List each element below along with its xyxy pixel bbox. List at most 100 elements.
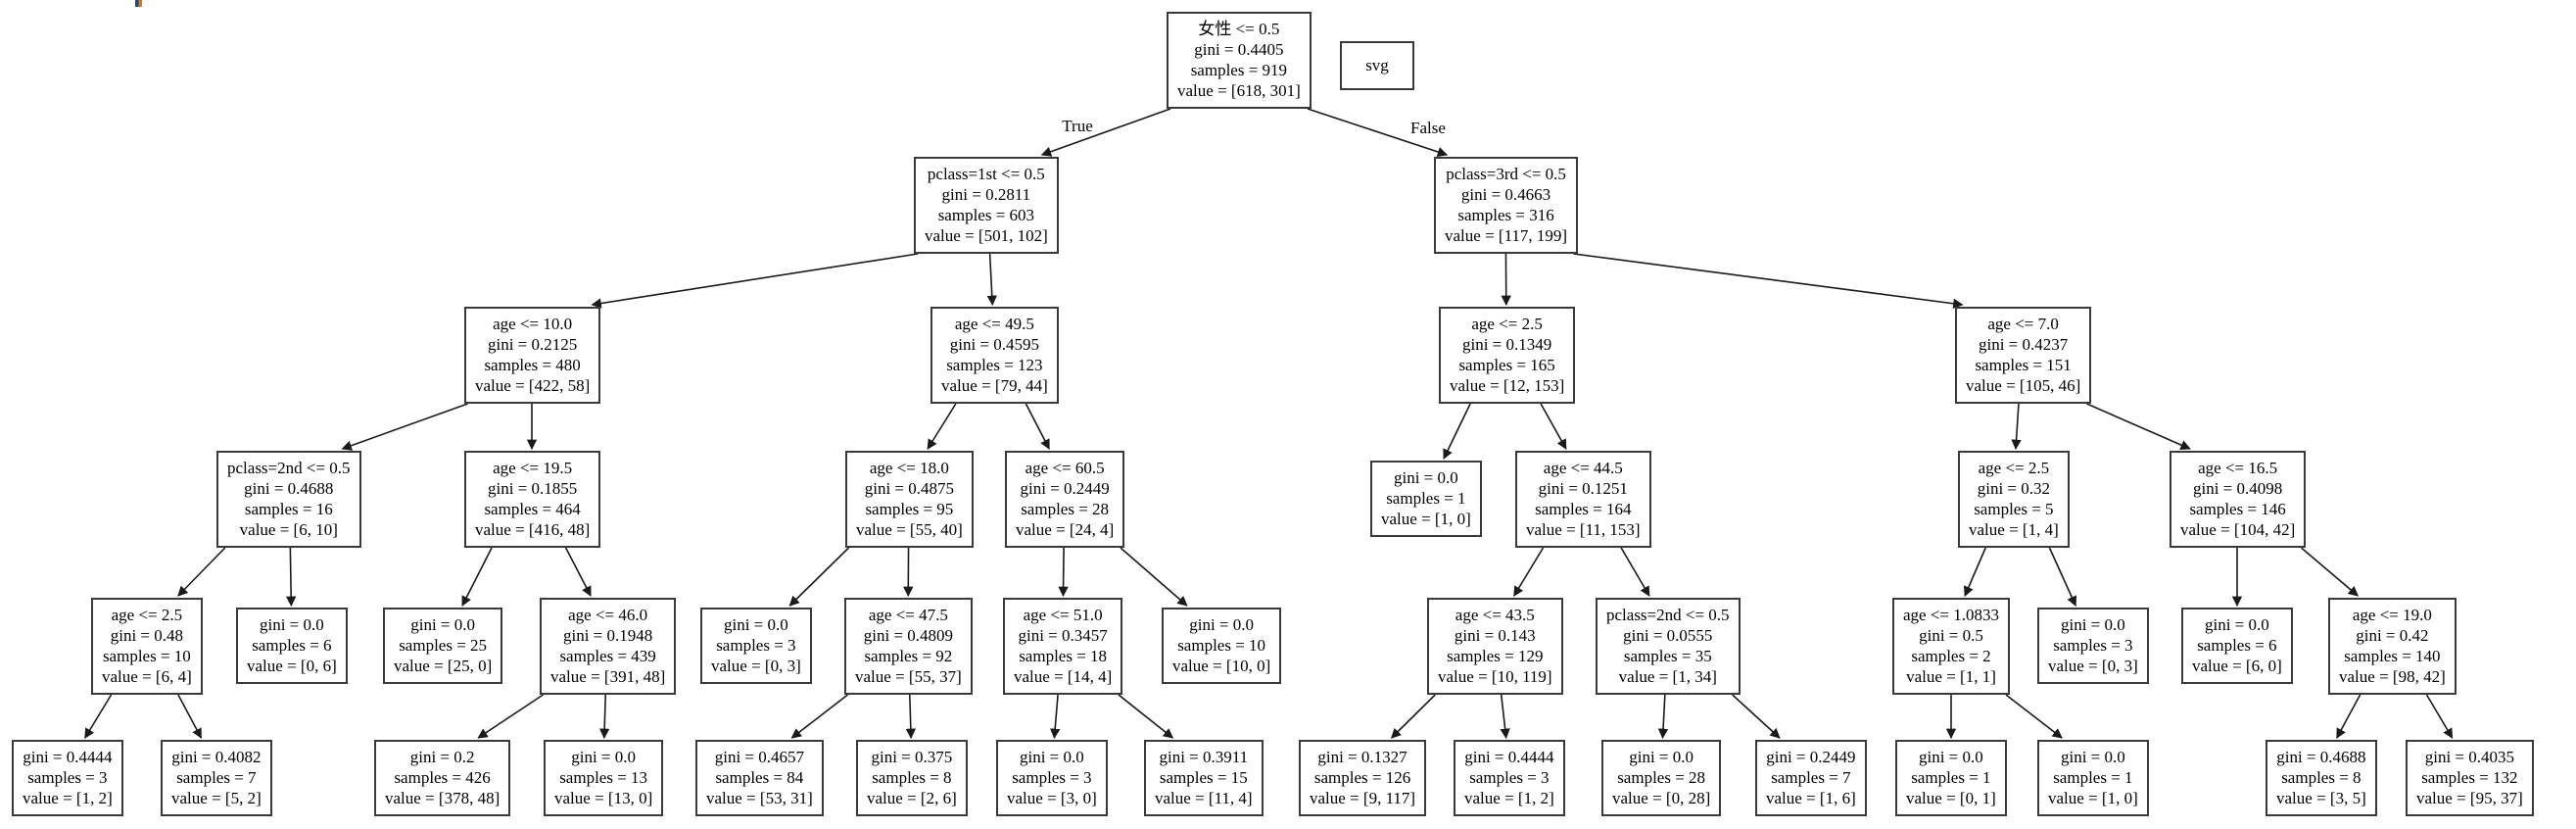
node-line: value = [1, 34] — [1618, 667, 1717, 686]
node-line: samples = 1 — [1386, 489, 1466, 508]
node-line: value = [1, 0] — [1381, 510, 1471, 528]
node-line: gini = 0.1349 — [1461, 335, 1552, 354]
node-line: samples = 3 — [1469, 768, 1550, 787]
tree-edge-n7-n16 — [285, 547, 297, 608]
node-line: gini = 0.42 — [2356, 626, 2429, 645]
node-line: age <= 46.0 — [568, 606, 648, 624]
node-line: age <= 49.5 — [954, 315, 1034, 333]
node-line: value = [416, 48] — [475, 520, 591, 539]
node-line: gini = 0.1855 — [487, 479, 578, 498]
node-line: value = [12, 153] — [1450, 376, 1565, 395]
node-line: gini = 0.0 — [259, 615, 324, 634]
node-line: age <= 19.0 — [2352, 606, 2432, 624]
tree-edge-n6-n14 — [2086, 403, 2191, 451]
node-line: value = [10, 119] — [1438, 667, 1552, 686]
node-line: age <= 2.5 — [1978, 459, 2050, 477]
node-line: gini = 0.143 — [1454, 626, 1536, 645]
tree-edge-n13-n25 — [1964, 547, 1986, 597]
tree-edge-n20-n33 — [790, 694, 848, 739]
node-line: samples = 6 — [2197, 636, 2277, 655]
tree-node-n38: gini = 0.4444 samples = 3 value = [1, 2] — [1454, 740, 1565, 816]
node-line: value = [11, 153] — [1526, 520, 1641, 539]
node-line: gini = 0.4082 — [171, 748, 262, 766]
edge-label-false: False — [1410, 119, 1446, 137]
tree-edge-n12-n24 — [1620, 547, 1650, 597]
node-line: value = [25, 0] — [394, 657, 493, 675]
tree-edge-n21-n35 — [1050, 694, 1061, 740]
node-line: samples = 7 — [1771, 768, 1851, 787]
tree-edge-n0-n1 — [1040, 108, 1171, 157]
node-line: value = [9, 117] — [1310, 789, 1416, 807]
node-line: samples = 15 — [1159, 768, 1248, 787]
tree-edge-n14-n28 — [2300, 547, 2360, 597]
tree-edge-n5-n12 — [1540, 403, 1567, 450]
node-line: gini = 0.4444 — [1464, 748, 1554, 766]
tree-edge-n4-n9 — [927, 403, 957, 450]
node-line: gini = 0.4663 — [1460, 185, 1551, 204]
node-line: gini = 0.2449 — [1766, 748, 1856, 766]
node-line: samples = 426 — [394, 768, 491, 787]
node-line: samples = 25 — [399, 636, 488, 655]
tree-edge-n21-n36 — [1118, 694, 1174, 739]
node-line: value = [501, 102] — [925, 226, 1048, 245]
node-line: value = [0, 6] — [247, 657, 337, 675]
node-line: value = [0, 3] — [711, 657, 801, 675]
node-line: gini = 0.0 — [571, 748, 637, 766]
node-line: value = [0, 3] — [2048, 657, 2138, 675]
node-line: gini = 0.0 — [1019, 748, 1084, 766]
node-line: value = [0, 1] — [1906, 789, 1996, 807]
node-line: samples = 3 — [716, 636, 796, 655]
node-line: samples = 140 — [2344, 647, 2441, 665]
node-line: samples = 146 — [2189, 500, 2286, 518]
node-line: age <= 44.5 — [1543, 459, 1623, 477]
node-line: samples = 95 — [865, 500, 954, 518]
node-line: gini = 0.4688 — [2276, 748, 2366, 766]
node-line: age <= 2.5 — [111, 606, 183, 624]
node-line: gini = 0.1327 — [1317, 748, 1407, 766]
node-line: value = [378, 48] — [385, 789, 501, 807]
node-line: samples = 123 — [946, 356, 1043, 374]
node-line: samples = 13 — [559, 768, 648, 787]
node-line: gini = 0.0 — [1189, 615, 1255, 634]
node-line: gini = 0.0 — [1629, 748, 1694, 766]
node-line: age <= 51.0 — [1023, 606, 1103, 624]
tree-edge-n13-n26 — [2048, 547, 2077, 607]
tree-edge-n0-n2 — [1307, 108, 1449, 157]
node-line: value = [10, 0] — [1172, 657, 1271, 675]
node-line: value = [422, 58] — [475, 376, 591, 395]
tree-edge-n10-n21 — [1058, 547, 1069, 598]
node-line: samples = 132 — [2421, 768, 2518, 787]
node-line: samples = 164 — [1535, 500, 1632, 518]
node-line: value = [5, 2] — [171, 789, 262, 807]
node-line: value = [6, 0] — [2192, 657, 2282, 675]
tree-edge-n18-n31 — [477, 694, 544, 739]
node-line: gini = 0.4237 — [1978, 335, 2069, 354]
tree-edge-n1-n4 — [986, 253, 997, 307]
node-line: age <= 16.5 — [2198, 459, 2278, 477]
node-line: value = [1, 2] — [1464, 789, 1554, 807]
node-line: gini = 0.0 — [2060, 615, 2125, 634]
